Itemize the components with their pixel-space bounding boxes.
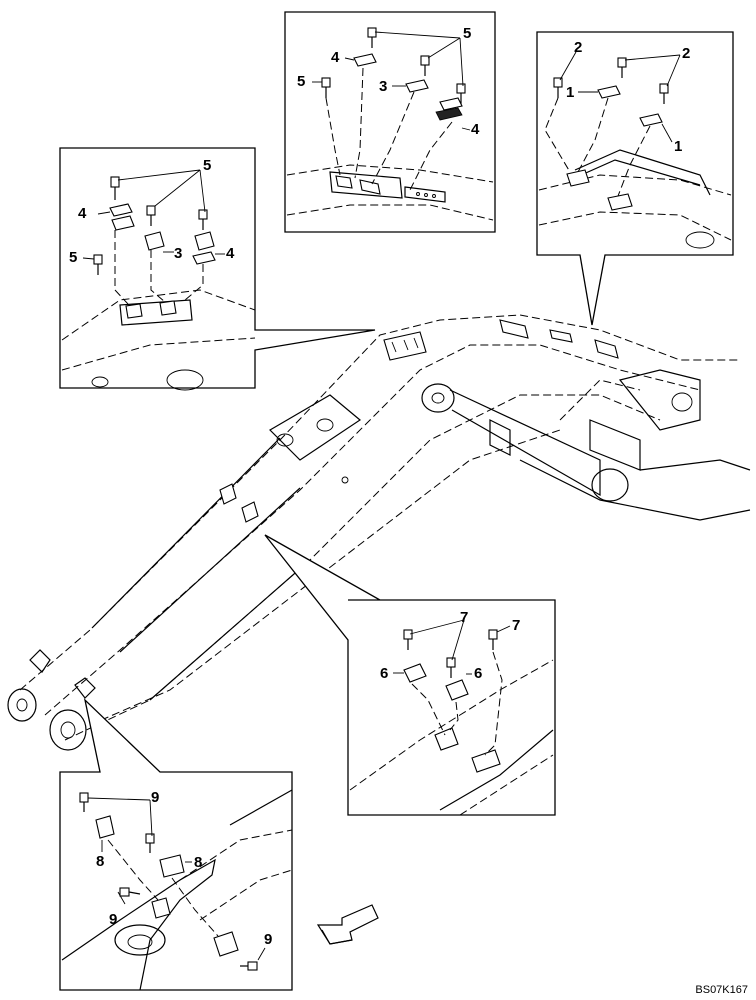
callout-7: 7 — [460, 609, 468, 626]
detail-panel-top-right — [536, 31, 734, 326]
front-direction-arrow-icon — [316, 904, 379, 945]
callout-9: 9 — [109, 911, 117, 928]
callout-5: 5 — [203, 157, 211, 174]
detail-panel-middle-right — [264, 534, 556, 816]
callout-9: 9 — [151, 789, 159, 806]
boom-top-clamp-a — [383, 331, 427, 361]
callout-1: 1 — [674, 138, 682, 155]
callout-labels: 5 4 5 3 4 5 4 5 3 4 2 2 1 1 7 7 6 6 9 8 … — [69, 25, 690, 948]
detail-panel-top-center — [284, 11, 496, 233]
boom-top-clamp-b — [499, 319, 619, 359]
bolt-group-tl — [93, 176, 208, 275]
callout-3: 3 — [379, 78, 387, 95]
callout-3: 3 — [174, 245, 182, 262]
callout-5: 5 — [463, 25, 471, 42]
callout-4: 4 — [226, 245, 235, 262]
callout-8: 8 — [194, 854, 202, 871]
figure-code: BS07K167 — [695, 984, 748, 996]
callout-2: 2 — [682, 45, 690, 62]
callout-2: 2 — [574, 39, 582, 56]
callout-4: 4 — [471, 121, 480, 138]
callout-4: 4 — [78, 205, 87, 222]
boom-foot-eye-left — [7, 688, 37, 722]
callout-1: 1 — [566, 84, 574, 101]
boom-foot-eye-right — [49, 709, 87, 751]
callout-4: 4 — [331, 49, 340, 66]
boom-assembly — [7, 314, 751, 751]
callout-9: 9 — [264, 931, 272, 948]
callout-5: 5 — [69, 249, 77, 266]
detail-panel-bottom-left — [59, 698, 293, 991]
callout-6: 6 — [380, 665, 388, 682]
callout-8: 8 — [96, 853, 104, 870]
detail-panel-top-left — [59, 147, 376, 391]
callout-6: 6 — [474, 665, 482, 682]
callout-5: 5 — [297, 73, 305, 90]
callout-7: 7 — [512, 617, 520, 634]
boom-cylinder — [421, 383, 629, 502]
